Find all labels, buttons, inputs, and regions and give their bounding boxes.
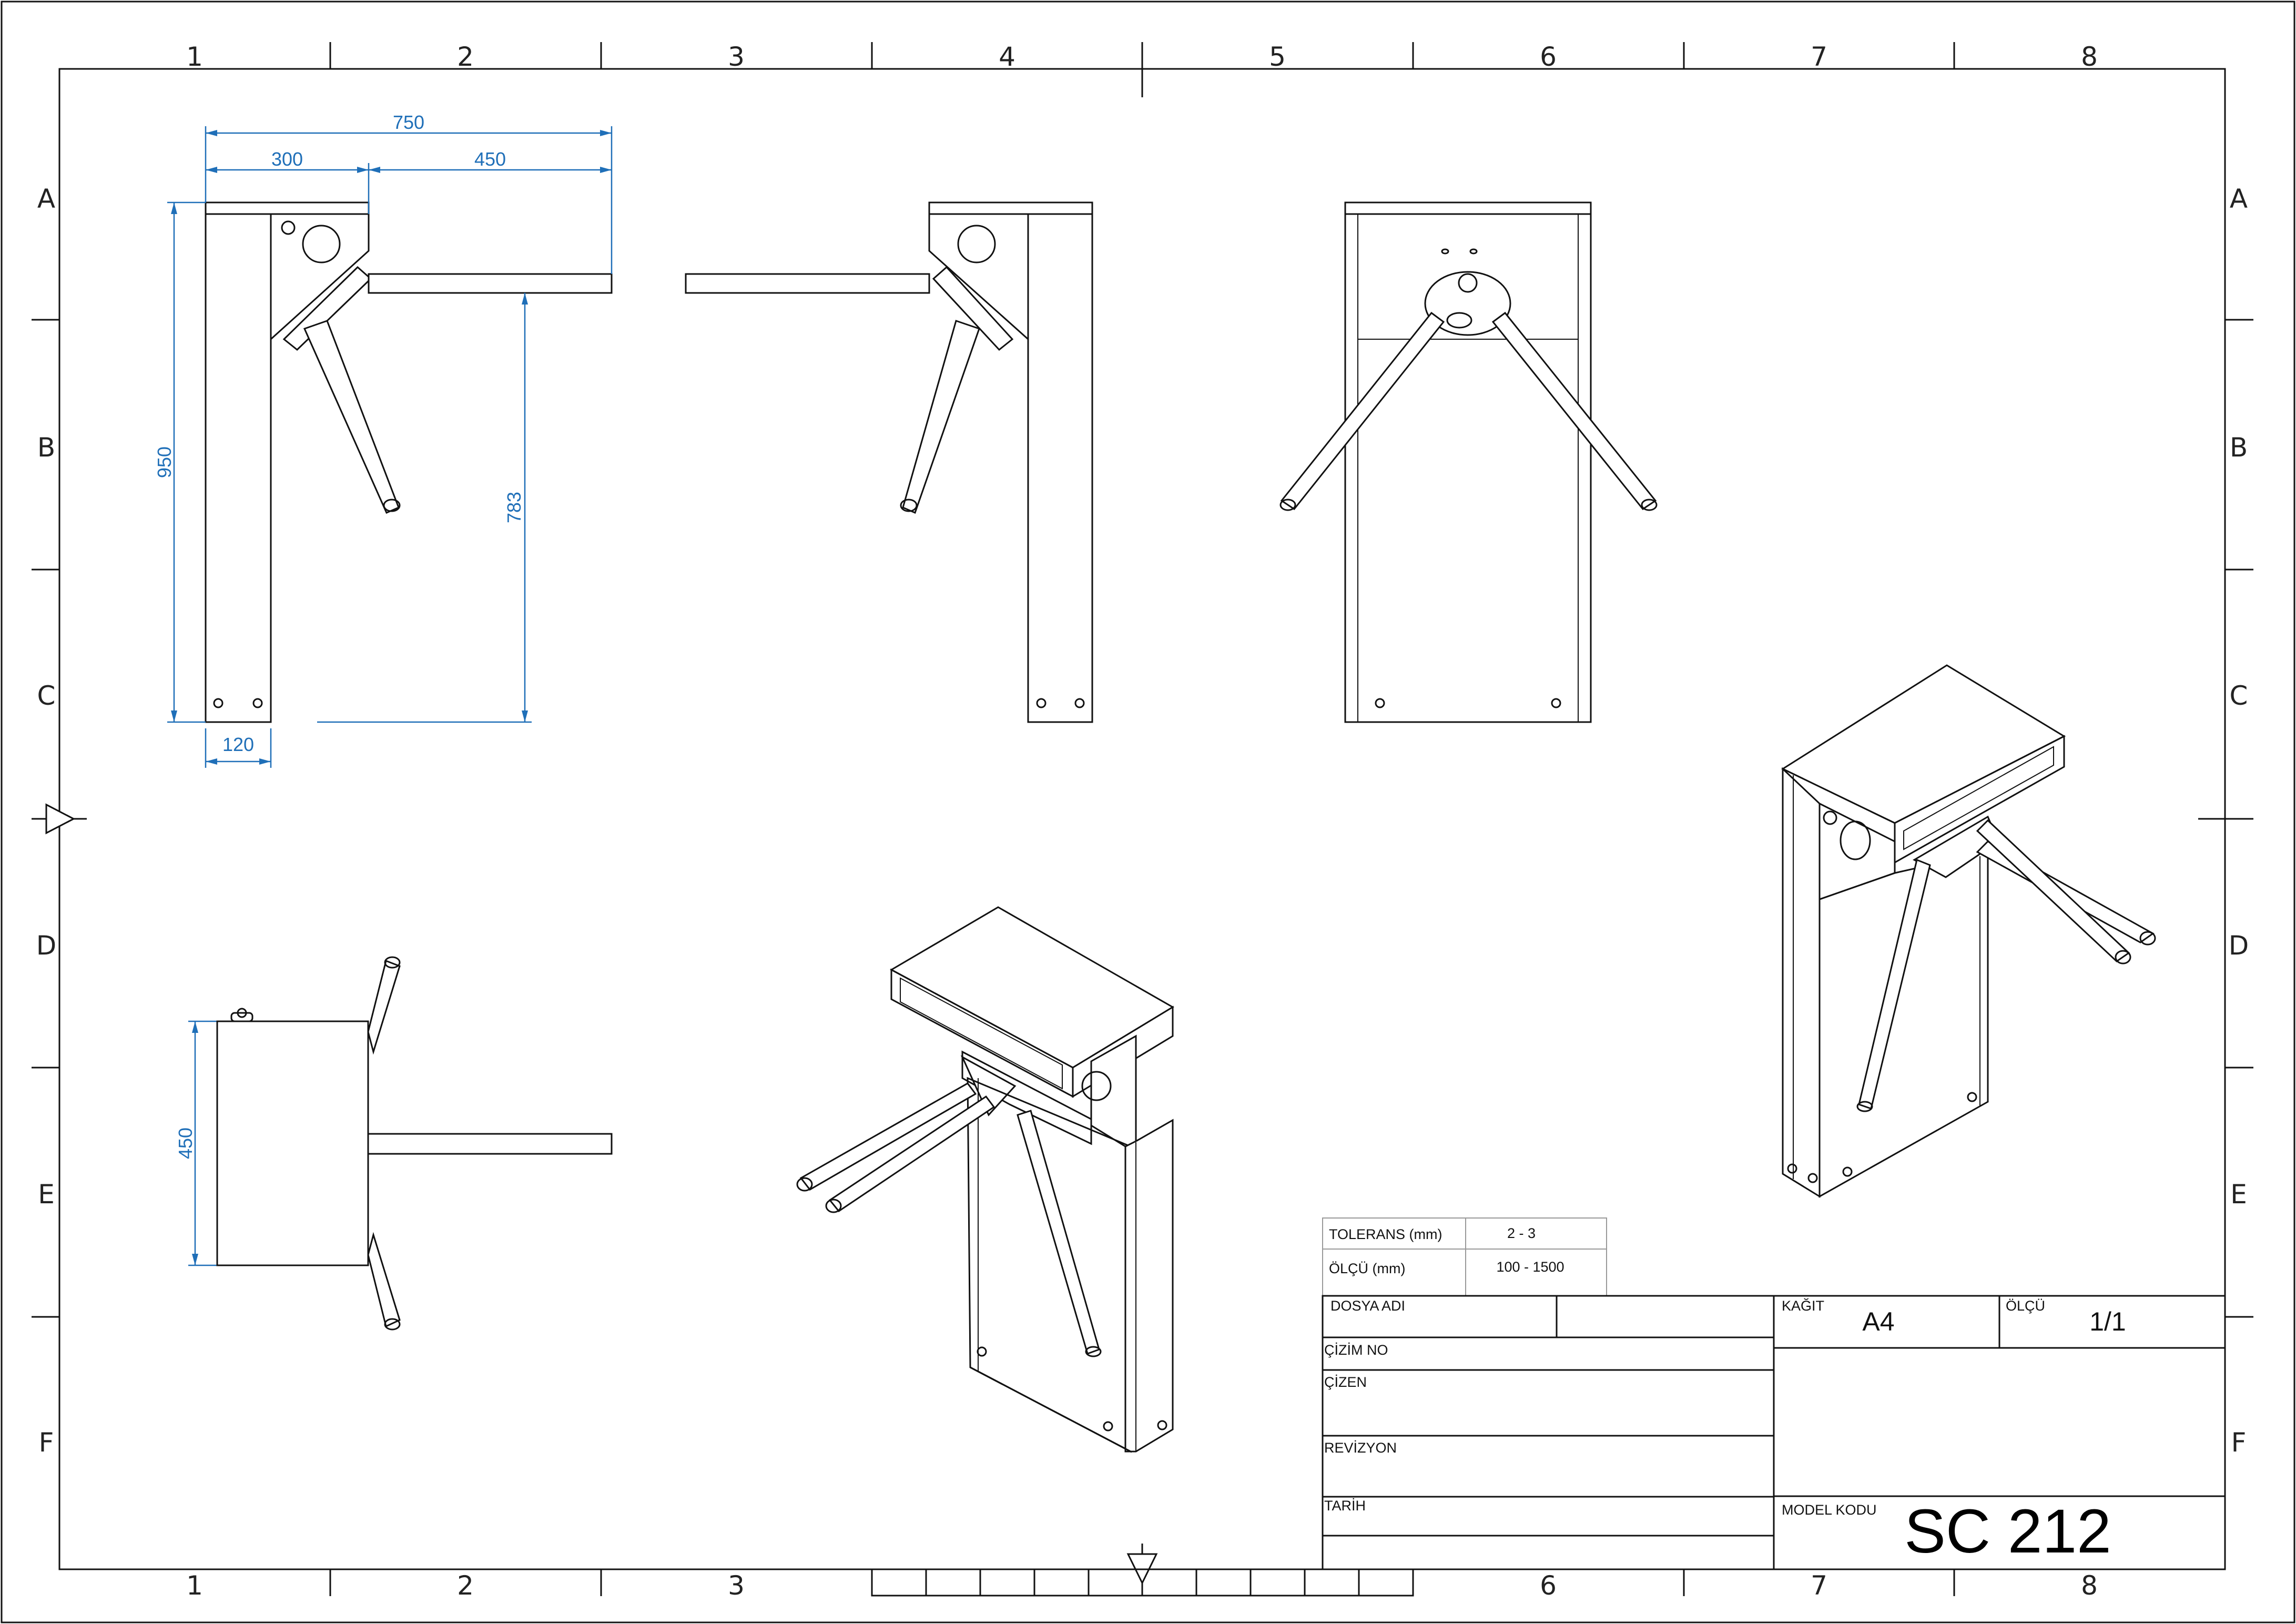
title-block <box>1322 1295 2226 1570</box>
paper-value: A4 <box>1862 1307 1894 1336</box>
row-label-right: A <box>2230 184 2248 214</box>
revision-label: REVİZYON <box>1324 1439 1397 1456</box>
dim-housing-width: 300 <box>271 148 303 170</box>
col-label-bottom: 2 <box>457 1570 474 1601</box>
col-label-top: 1 <box>186 42 203 72</box>
dimension-lines <box>167 126 613 1266</box>
dim-arm-length: 450 <box>474 148 506 170</box>
row-label-right: F <box>2231 1427 2247 1458</box>
row-label-left: B <box>37 432 55 463</box>
size-range-value: 100 - 1500 <box>1496 1259 1564 1275</box>
scale-boxes <box>871 1568 1414 1597</box>
col-label-bottom: 1 <box>186 1570 203 1601</box>
col-label-top: 7 <box>1811 42 1827 72</box>
side-view-mirrored <box>685 201 1093 723</box>
row-label-left: C <box>37 681 56 711</box>
row-label-right: B <box>2230 432 2248 463</box>
side-view-dimensioned <box>205 201 613 723</box>
isometric-view-right <box>1781 664 2156 1198</box>
scale-value: 1/1 <box>2089 1307 2126 1336</box>
row-label-left: A <box>37 184 55 214</box>
row-label-left: E <box>38 1179 55 1210</box>
dim-height: 950 <box>154 446 175 478</box>
dim-post-width: 120 <box>222 734 254 755</box>
plan-view <box>216 956 613 1331</box>
paper-label: KAĞIT <box>1782 1297 1824 1314</box>
file-name-label: DOSYA ADI <box>1330 1298 1405 1314</box>
row-label-right: E <box>2230 1179 2247 1210</box>
centering-mark-left <box>32 803 87 835</box>
col-label-bottom: 8 <box>2081 1570 2098 1601</box>
isometric-view-left <box>796 906 1174 1453</box>
col-label-top: 5 <box>1269 42 1286 72</box>
row-label-right: C <box>2230 681 2248 711</box>
col-label-bottom: 3 <box>728 1570 745 1601</box>
model-code-value: SC 212 <box>1904 1497 2111 1566</box>
size-range-label: ÖLÇÜ (mm) <box>1329 1261 1405 1276</box>
drawing-no-label: ÇİZİM NO <box>1324 1342 1388 1358</box>
col-label-top: 8 <box>2081 42 2098 72</box>
date-label: TARİH <box>1324 1497 1366 1514</box>
dim-top-depth: 450 <box>175 1128 196 1159</box>
dimension-arrows <box>171 130 612 1265</box>
dim-total-width: 750 <box>393 111 424 133</box>
front-view <box>1279 201 1658 723</box>
col-label-top: 3 <box>728 42 745 72</box>
col-label-bottom: 6 <box>1540 1570 1557 1601</box>
row-label-left: D <box>36 930 57 961</box>
model-code-label: MODEL KODU <box>1782 1502 1877 1518</box>
scale-label: ÖLÇÜ <box>2006 1298 2045 1314</box>
row-label-left: F <box>39 1427 54 1458</box>
col-label-top: 6 <box>1540 42 1557 72</box>
column-ticks <box>329 42 1955 1596</box>
tolerance-label: TOLERANS (mm) <box>1329 1226 1442 1242</box>
tolerance-value: 2 - 3 <box>1507 1225 1536 1241</box>
row-label-right: D <box>2229 930 2249 961</box>
col-label-bottom: 7 <box>1811 1570 1827 1601</box>
dim-arm-height: 783 <box>503 492 525 523</box>
col-label-top: 4 <box>999 42 1015 72</box>
row-ticks <box>32 319 2253 1318</box>
drawn-by-label: ÇİZEN <box>1324 1374 1367 1390</box>
col-label-top: 2 <box>457 42 474 72</box>
